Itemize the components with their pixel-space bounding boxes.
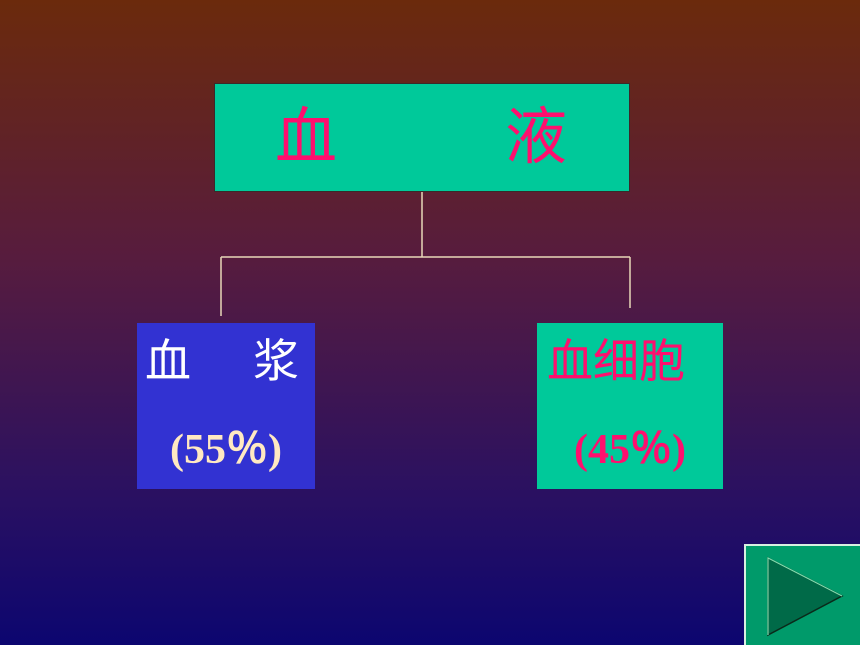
plasma-box: 血 浆 (55％) — [137, 323, 315, 489]
plasma-percent: (55％) — [170, 427, 282, 473]
plasma-label-char-1: 血 — [145, 334, 191, 388]
blood-cells-box: 血细胞 (45％) — [537, 323, 723, 489]
next-slide-button[interactable] — [744, 544, 860, 645]
blood-cells-percent: (45％) — [574, 427, 686, 473]
root-label-char-2: 液 — [505, 100, 568, 173]
play-arrow-icon — [767, 556, 844, 637]
blood-cells-label: 血细胞 — [547, 334, 685, 388]
root-label-char-1: 血 — [275, 100, 338, 173]
blood-root-box: 血 液 — [214, 83, 630, 192]
plasma-label-char-2: 浆 — [253, 334, 299, 388]
